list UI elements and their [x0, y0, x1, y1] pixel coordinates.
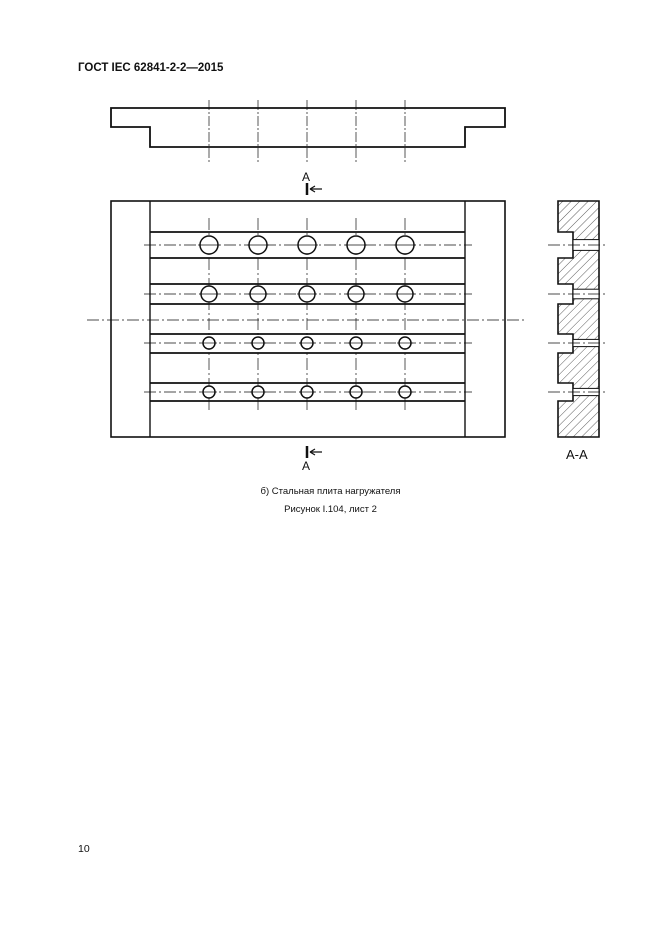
section-mark-bottom: A — [302, 459, 311, 473]
plate-outline — [110, 200, 506, 438]
figure-subcaption: б) Стальная плита нагружателя — [260, 486, 401, 497]
section-label: A-A — [566, 447, 588, 462]
section-mark-top: A — [302, 170, 311, 184]
page-number: 10 — [78, 843, 90, 855]
figure-caption: Рисунок I.104, лист 2 — [284, 504, 377, 515]
standard-header: ГОСТ IEC 62841-2-2—2015 — [78, 62, 224, 74]
plan-view — [87, 200, 525, 438]
section-view — [548, 200, 608, 438]
section-marks — [305, 183, 322, 458]
section-body — [557, 200, 600, 438]
top-profile-view — [110, 100, 506, 162]
